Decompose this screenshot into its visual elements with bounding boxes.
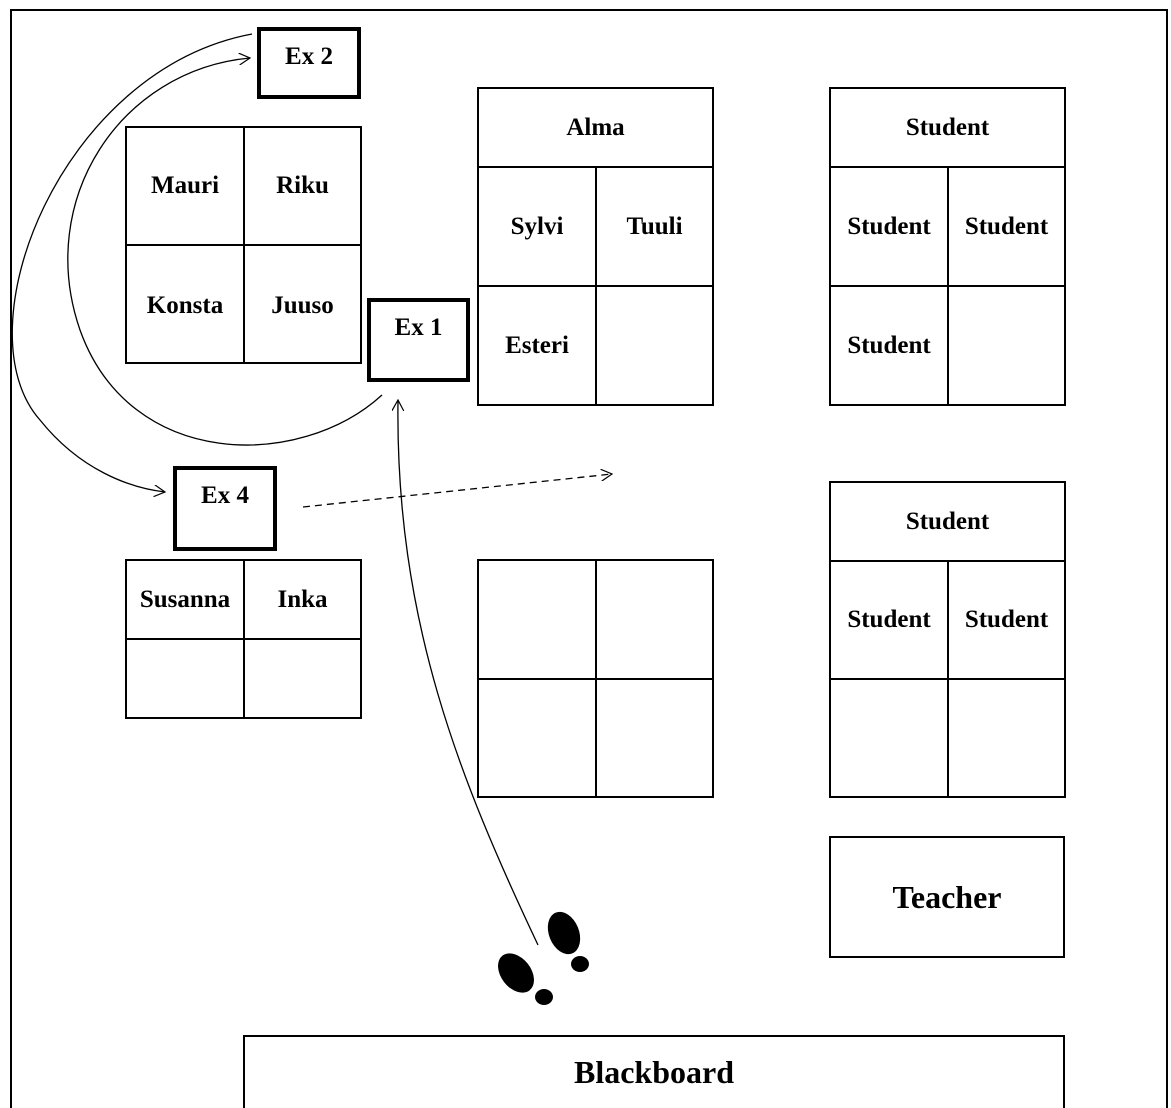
seat-student: Student bbox=[847, 331, 931, 359]
seat-empty bbox=[127, 640, 243, 717]
seat-susanna: Susanna bbox=[139, 585, 231, 613]
seat-empty bbox=[949, 287, 1064, 404]
seat-student: Student bbox=[905, 113, 990, 141]
seat-student: Student bbox=[964, 212, 1049, 240]
seat-empty bbox=[597, 680, 712, 796]
seat-esteri: Esteri bbox=[505, 331, 569, 359]
seat-inka: Inka bbox=[277, 585, 328, 613]
seat-konsta: Konsta bbox=[146, 292, 224, 319]
table-group-right-top: Student Student Student Student bbox=[829, 87, 1066, 406]
table-group-left-top: Mauri Riku Konsta Juuso bbox=[125, 126, 362, 364]
seat-tuuli: Tuuli bbox=[626, 212, 683, 240]
station-ex2: Ex 2 bbox=[257, 27, 361, 99]
seat-empty bbox=[479, 680, 595, 796]
table-group-left-bottom: Susanna Inka bbox=[125, 559, 362, 719]
seat-student: Student bbox=[847, 606, 931, 633]
teacher-desk: Teacher bbox=[829, 836, 1065, 958]
seat-student: Student bbox=[964, 606, 1049, 633]
seat-sylvi: Sylvi bbox=[510, 212, 564, 240]
seat-juuso: Juuso bbox=[271, 292, 334, 319]
seat-empty bbox=[597, 561, 712, 678]
seat-mauri: Mauri bbox=[150, 172, 220, 199]
seat-student: Student bbox=[905, 507, 990, 535]
seat-empty bbox=[831, 680, 947, 796]
station-ex4: Ex 4 bbox=[173, 466, 277, 551]
seat-empty bbox=[245, 640, 360, 717]
table-group-middle-bottom bbox=[477, 559, 714, 798]
table-group-middle-top: Alma Sylvi Tuuli Esteri bbox=[477, 87, 714, 406]
table-group-right-bottom: Student Student Student bbox=[829, 481, 1066, 798]
seat-riku: Riku bbox=[276, 172, 329, 199]
station-ex1: Ex 1 bbox=[367, 298, 470, 382]
classroom-frame bbox=[10, 9, 1168, 1108]
seat-empty bbox=[479, 561, 595, 678]
seat-student: Student bbox=[847, 212, 931, 240]
blackboard: Blackboard bbox=[243, 1035, 1065, 1108]
seat-empty bbox=[949, 680, 1064, 796]
seat-empty bbox=[597, 287, 712, 404]
seat-alma: Alma bbox=[566, 113, 625, 141]
